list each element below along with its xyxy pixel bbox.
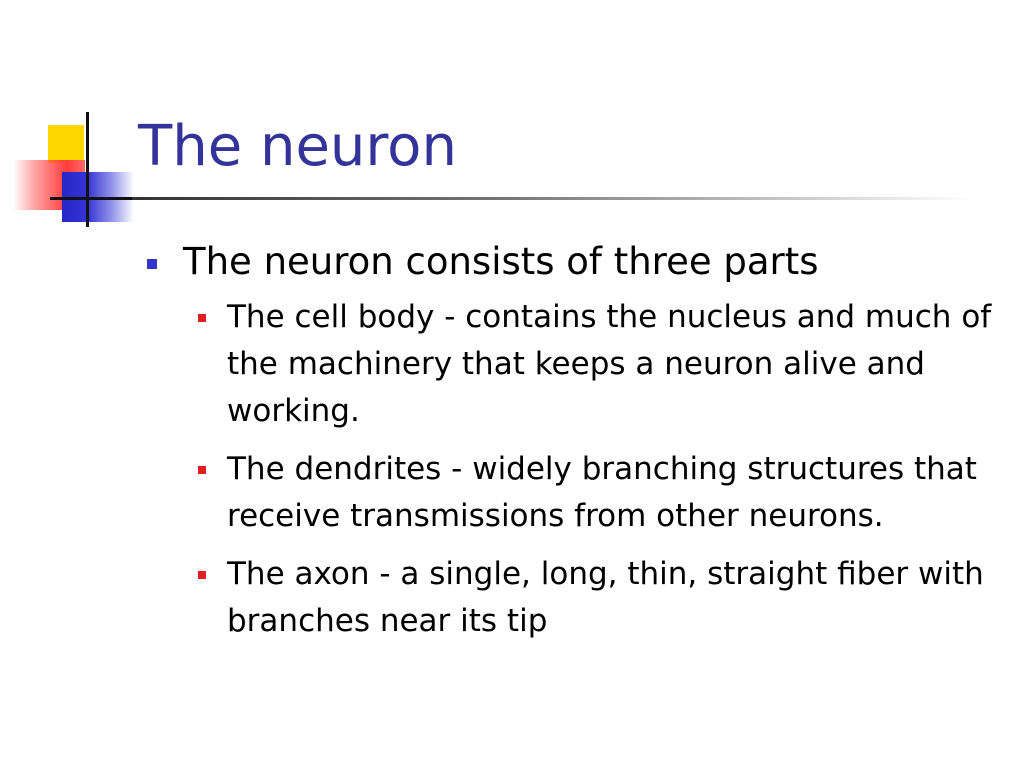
- sub-point-dendrites: The dendrites - widely branching structu…: [196, 446, 997, 540]
- slide-title: The neuron: [138, 114, 457, 179]
- logo-vertical-line: [86, 112, 89, 227]
- sub-point-axon: The axon - a single, long, thin, straigh…: [196, 551, 997, 645]
- sub-point-cell-body: The cell body - contains the nucleus and…: [196, 294, 997, 435]
- sub-point-list: The cell body - contains the nucleus and…: [196, 294, 1005, 645]
- sub-point-text: The cell body - contains the nucleus and…: [227, 299, 992, 429]
- logo-horizontal-line: [50, 197, 148, 200]
- square-bullet-icon: [147, 259, 157, 269]
- small-square-bullet-icon: [198, 314, 206, 322]
- main-point-text: The neuron consists of three parts: [183, 240, 819, 283]
- main-point: The neuron consists of three parts: [145, 238, 1005, 286]
- corner-squares-logo-icon: [0, 0, 160, 240]
- title-divider: [132, 197, 972, 200]
- slide-body: The neuron consists of three parts The c…: [145, 238, 1005, 656]
- small-square-bullet-icon: [198, 466, 206, 474]
- sub-point-text: The dendrites - widely branching structu…: [227, 451, 977, 534]
- sub-point-text: The axon - a single, long, thin, straigh…: [227, 556, 984, 639]
- yellow-square: [48, 125, 84, 163]
- small-square-bullet-icon: [198, 571, 206, 579]
